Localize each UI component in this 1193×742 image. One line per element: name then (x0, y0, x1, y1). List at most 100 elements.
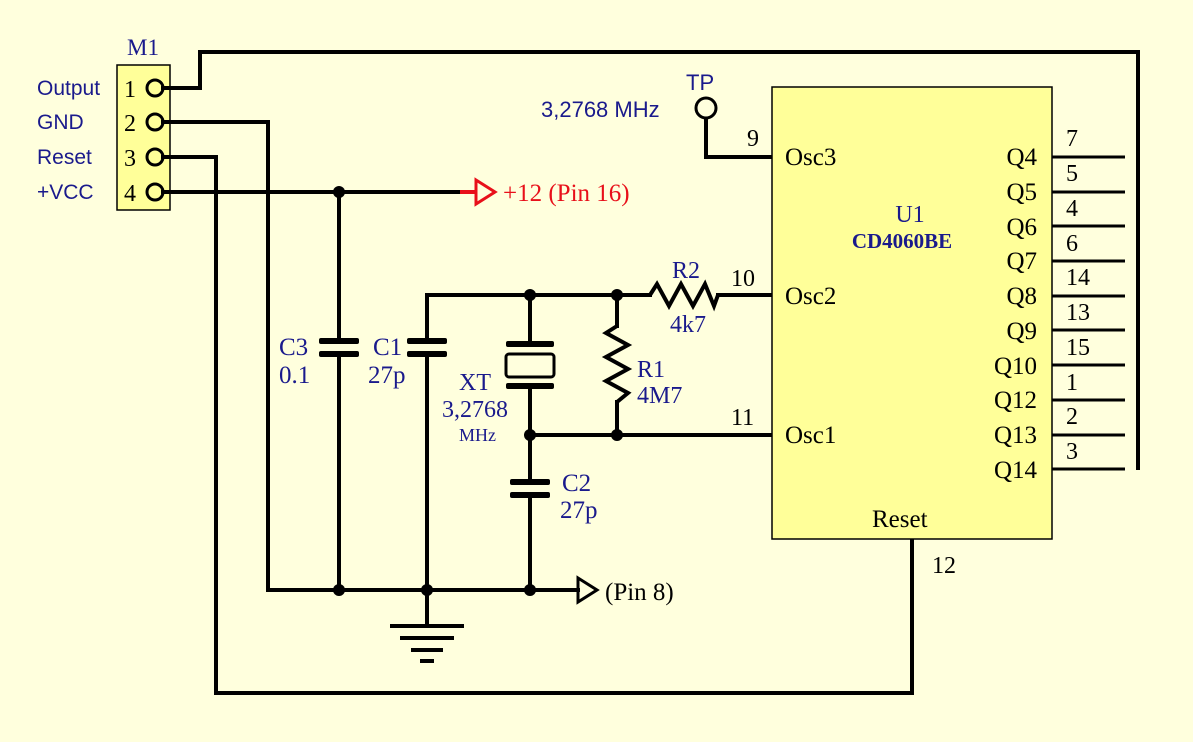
c1-value: 27p (368, 362, 406, 389)
pin-name-q10: Q10 (994, 353, 1037, 380)
pin4-terminal (145, 182, 165, 202)
connector-pin2-num: 2 (124, 111, 136, 137)
pin-name-q5: Q5 (1006, 179, 1037, 206)
c3-plate (319, 338, 359, 344)
pin-num-9: 9 (747, 126, 759, 152)
pin-num-3: 3 (1066, 439, 1078, 465)
ground-ref-arrow-icon (576, 575, 600, 605)
ic-ref: U1 (895, 202, 924, 228)
connector-pin3-label: Reset (37, 146, 92, 169)
c2-ref: C2 (562, 470, 591, 497)
junction (333, 584, 345, 596)
testpoint-circle (694, 96, 718, 120)
c1-plate (407, 351, 447, 357)
pin-num-6: 6 (1066, 231, 1078, 257)
pin-num-5: 5 (1066, 161, 1078, 187)
xt-plate (506, 383, 554, 389)
connector-pin1-label: Output (37, 77, 100, 100)
connector-ref: M1 (127, 35, 159, 60)
resistor-r1: R1 4M7 (601, 324, 682, 409)
pin-num-7: 7 (1066, 126, 1078, 152)
junction (524, 429, 536, 441)
connector-pin3-num: 3 (124, 146, 136, 172)
pin-name-q4: Q4 (1006, 144, 1037, 171)
junction (333, 186, 345, 198)
pin-name-q9: Q9 (1006, 318, 1037, 345)
output-wire (161, 50, 1140, 470)
supply-arrow-icon (474, 177, 498, 207)
c3-ref: C3 (279, 334, 308, 361)
junction (611, 429, 623, 441)
pin-name-q14: Q14 (994, 457, 1038, 484)
connector-pin2-label: GND (37, 111, 84, 134)
pin-name-reset: Reset (872, 506, 928, 533)
pin-num-14: 14 (1066, 265, 1090, 291)
c3-plate (319, 351, 359, 357)
testpoint-tp: TP 3,2768 MHz (541, 70, 718, 122)
pin-num-15: 15 (1066, 335, 1090, 361)
osc3-net (704, 116, 774, 159)
pin-num-12: 12 (932, 553, 956, 579)
testpoint-freq: 3,2768 MHz (541, 97, 660, 122)
pin-name-osc1: Osc1 (785, 422, 836, 449)
xt-ref: XT (459, 370, 491, 396)
ic-u1: U1 CD4060BE Osc3 Osc2 Osc1 9 10 11 Q4 Q5… (731, 86, 1090, 579)
ground-icon (390, 624, 464, 663)
xt-plate (506, 341, 554, 347)
xt-body (504, 352, 556, 379)
r1-value: 4M7 (637, 383, 682, 409)
crystal-xt: XT 3,2768 MHz (442, 341, 556, 445)
resistor-r2: R2 4k7 (648, 258, 720, 338)
c2-plate (510, 492, 550, 498)
capacitor-c3: C3 0.1 (279, 334, 359, 389)
pin-name-q8: Q8 (1006, 283, 1037, 310)
capacitor-c1: C1 27p (368, 334, 447, 389)
pin-name-osc3: Osc3 (785, 144, 836, 171)
r2-value: 4k7 (670, 312, 706, 338)
pin-name-q12: Q12 (994, 387, 1037, 414)
pin-num-1: 1 (1066, 370, 1078, 396)
supply-arrow: +12 (Pin 16) (460, 177, 630, 207)
ground-ref-label: (Pin 8) (605, 579, 674, 606)
junction (611, 289, 623, 301)
reset-wire (161, 155, 914, 695)
pin3-terminal (145, 147, 165, 167)
pin1-terminal (145, 78, 165, 98)
pin-num-11: 11 (731, 405, 754, 431)
testpoint-ref: TP (686, 70, 714, 95)
junction (524, 584, 536, 596)
capacitor-c2: C2 27p (510, 470, 598, 524)
ground-ref-arrow: (Pin 8) (576, 575, 674, 606)
pin-num-2: 2 (1066, 404, 1078, 430)
xt-unit: MHz (459, 425, 496, 445)
pin-name-q6: Q6 (1006, 214, 1037, 241)
c2-value: 27p (560, 497, 598, 524)
pin-name-q13: Q13 (994, 422, 1037, 449)
junction (524, 289, 536, 301)
osc-top-net (425, 293, 652, 342)
xt-value: 3,2768 (442, 397, 508, 423)
ic-part: CD4060BE (852, 229, 952, 253)
c2-plate (510, 479, 550, 485)
c3-value: 0.1 (279, 362, 310, 389)
pin-num-13: 13 (1066, 300, 1090, 326)
connector-pin1-num: 1 (124, 77, 136, 103)
ic-body (771, 86, 1053, 540)
r1-zigzag (601, 324, 633, 404)
r2-zigzag (648, 279, 720, 312)
junction (421, 584, 433, 596)
pin2-terminal (145, 112, 165, 132)
connector-pin4-label: +VCC (37, 181, 94, 204)
connector-pin4-num: 4 (124, 181, 136, 207)
junctions (333, 186, 623, 596)
c1-plate (407, 338, 447, 344)
c1-ref: C1 (373, 334, 402, 361)
pin-num-10: 10 (731, 266, 755, 292)
pin-name-q7: Q7 (1006, 248, 1037, 275)
r2-ref: R2 (672, 258, 700, 284)
r1-ref: R1 (637, 357, 665, 383)
connector-m1: M1 Output GND Reset +VCC 1 2 3 4 (37, 35, 171, 211)
pin-num-4: 4 (1066, 196, 1078, 222)
supply-label: +12 (Pin 16) (503, 180, 630, 207)
